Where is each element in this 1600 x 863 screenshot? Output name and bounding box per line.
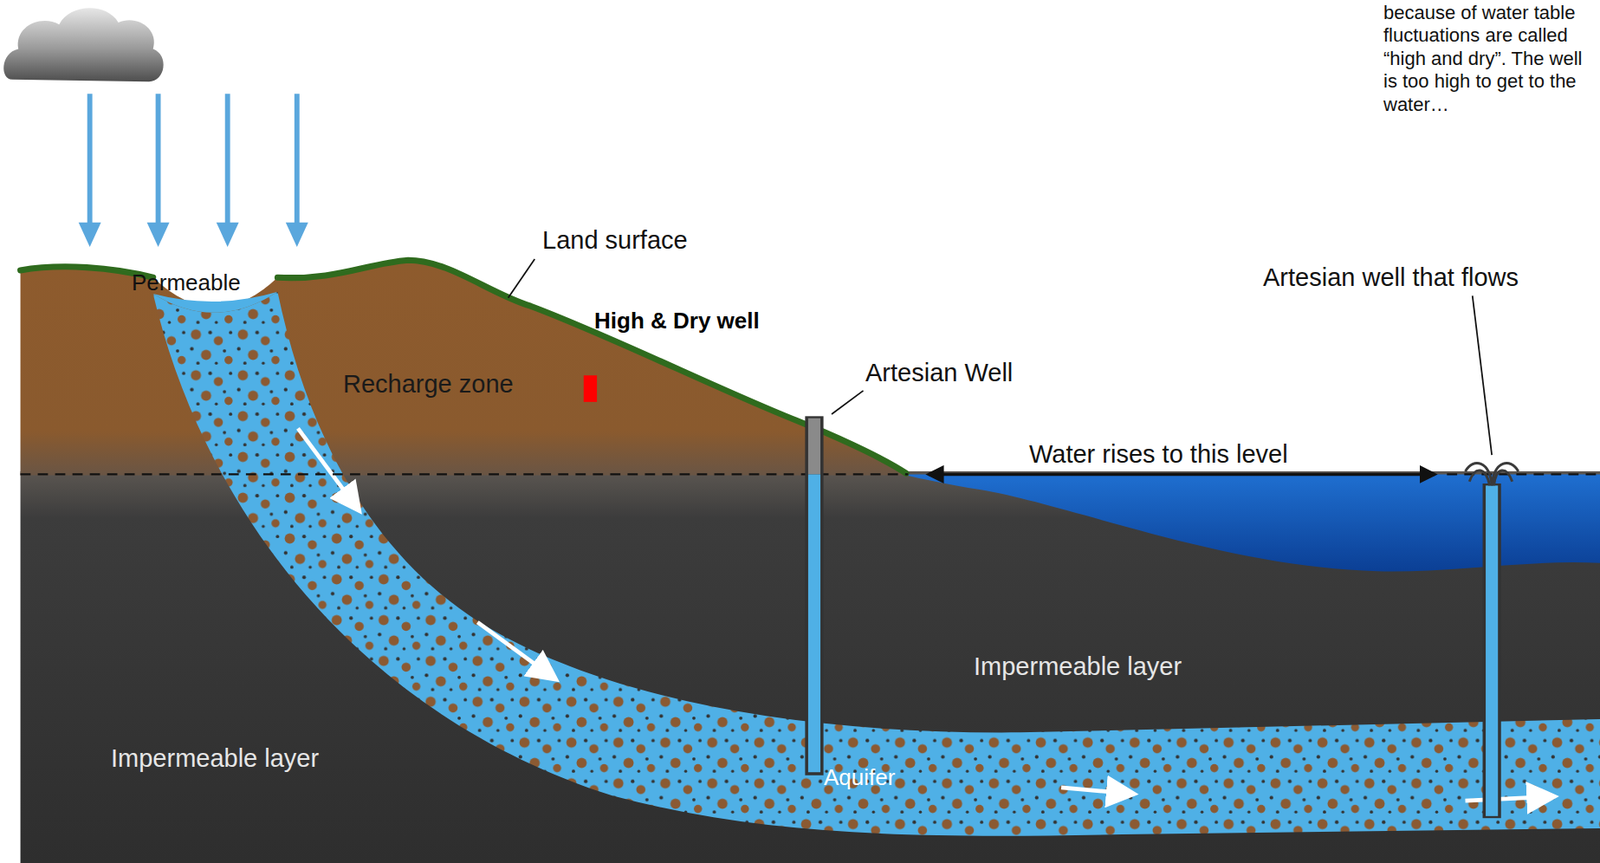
layer-label: Impermeable layer — [110, 743, 319, 774]
aquifer-label: Aquifer — [823, 764, 895, 791]
cloud — [3, 7, 163, 82]
note-text: because of water table fluctuations are … — [1383, 1, 1597, 117]
high-dry-well — [583, 375, 597, 402]
artesian-well — [804, 415, 823, 775]
aquifer-band — [153, 291, 1600, 836]
zone-label: Recharge zone — [343, 369, 514, 400]
well-label: Artesian well that flows — [1263, 262, 1519, 293]
rain-arrows — [78, 93, 309, 247]
flowing-artesian-well — [1465, 462, 1519, 818]
part-label: Land surface — [542, 225, 688, 256]
layer-label: Impermeable layer — [973, 651, 1182, 682]
part-label: Permeable — [131, 269, 241, 297]
recharge-zone — [20, 259, 909, 475]
well-label: Artesian Well — [865, 357, 1013, 389]
land-surface-line — [20, 259, 907, 473]
level-label: Water rises to this level — [1029, 439, 1289, 470]
well-label: High & Dry well — [594, 307, 760, 335]
